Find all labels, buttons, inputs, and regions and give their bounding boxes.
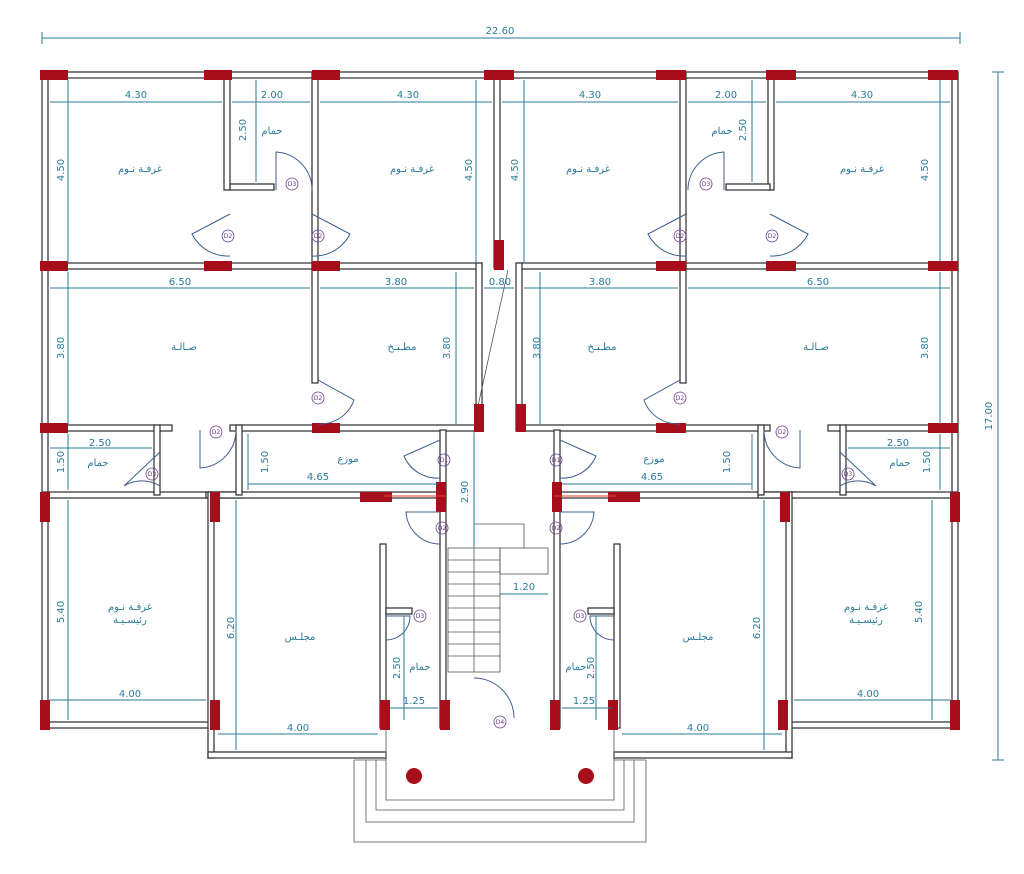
dim-label: 4.50 bbox=[464, 159, 475, 181]
dim-label: 2.50 bbox=[89, 438, 111, 449]
dim-label: 4.00 bbox=[119, 689, 141, 700]
dim-label: 4.30 bbox=[579, 90, 601, 101]
room-label-bathroom: حمام bbox=[711, 126, 732, 137]
room-label-majlis: مجلـس bbox=[285, 632, 316, 643]
dim-label: 3.80 bbox=[56, 337, 67, 359]
room-label-bathroom: حمام bbox=[87, 458, 108, 469]
door-tag: D2 bbox=[438, 525, 447, 532]
door-tag: D1 bbox=[440, 457, 449, 464]
dim-label: 1.25 bbox=[573, 696, 595, 707]
door-tag: D2 bbox=[212, 429, 221, 436]
overall-height-label: 17.00 bbox=[984, 402, 995, 431]
door-tag: D1 bbox=[552, 457, 561, 464]
door-tag: D2 bbox=[676, 395, 685, 402]
room-label-master-bedroom: غرفـة نـوم bbox=[108, 602, 152, 613]
room-label-master-bedroom-sub: رئيسـيـة bbox=[113, 615, 147, 626]
door-tag: D3 bbox=[416, 613, 425, 620]
room-label-master-bedroom-sub: رئيسـيـة bbox=[849, 615, 883, 626]
door-tag: D3 bbox=[844, 471, 853, 478]
dim-label: 2.00 bbox=[715, 90, 737, 101]
dim-label: 4.00 bbox=[287, 723, 309, 734]
dim-label: 3.80 bbox=[589, 277, 611, 288]
dim-label: 1.20 bbox=[513, 582, 535, 593]
staircase bbox=[447, 269, 549, 673]
door-tag: D2 bbox=[768, 233, 777, 240]
room-label-bathroom: حمام bbox=[565, 662, 586, 673]
room-label-majlis: مجلـس bbox=[683, 632, 714, 643]
dim-label: 2.50 bbox=[392, 657, 403, 679]
room-label-hall: صـالـة bbox=[171, 342, 197, 353]
room-label-bedroom: غرفـة نـوم bbox=[118, 164, 162, 175]
door-tag: D2 bbox=[676, 233, 685, 240]
dim-label: 1.50 bbox=[922, 451, 933, 473]
door-tag: D2 bbox=[778, 429, 787, 436]
door-tag: D4 bbox=[496, 719, 505, 726]
dim-label: 2.50 bbox=[887, 438, 909, 449]
dim-label: 2.00 bbox=[261, 90, 283, 101]
dim-label: 2.50 bbox=[738, 119, 749, 141]
dim-label: 6.20 bbox=[752, 617, 763, 639]
doors bbox=[123, 151, 877, 719]
dim-label: 4.65 bbox=[307, 472, 329, 483]
room-label-kitchen: مطـبـخ bbox=[388, 342, 417, 353]
dim-label: 2.90 bbox=[460, 481, 471, 503]
dim-label: 4.30 bbox=[125, 90, 147, 101]
overall-dimensions: 22.60 17.00 bbox=[41, 26, 1004, 761]
door-tags: D3 D2 D2 D3 D2 D2 D2 D2 D2 D2 D3 D3 D1 D… bbox=[145, 177, 855, 729]
dim-label: 5.40 bbox=[56, 601, 67, 623]
room-label-bathroom: حمام bbox=[409, 662, 430, 673]
room-label-bathroom: حمام bbox=[261, 126, 282, 137]
dim-label: 6.50 bbox=[807, 277, 829, 288]
room-label-bathroom: حمام bbox=[889, 458, 910, 469]
dim-label: 1.25 bbox=[403, 696, 425, 707]
dim-label: 1.50 bbox=[722, 451, 733, 473]
door-tag: D2 bbox=[552, 525, 561, 532]
dim-label: 4.50 bbox=[920, 159, 931, 181]
room-label-bedroom: غرفـة نـوم bbox=[840, 164, 884, 175]
dim-label: 0.80 bbox=[489, 277, 511, 288]
dim-label: 4.50 bbox=[56, 159, 67, 181]
door-tag: D3 bbox=[288, 181, 297, 188]
dim-label: 4.30 bbox=[851, 90, 873, 101]
dim-label: 3.80 bbox=[532, 337, 543, 359]
door-tag: D3 bbox=[576, 613, 585, 620]
door-tag: D3 bbox=[702, 181, 711, 188]
dim-label: 1.50 bbox=[260, 451, 271, 473]
door-tag: D2 bbox=[314, 233, 323, 240]
room-label-master-bedroom: غرفـة نـوم bbox=[844, 602, 888, 613]
dimension-lines bbox=[50, 80, 950, 750]
columns bbox=[40, 70, 960, 784]
dim-label: 4.65 bbox=[641, 472, 663, 483]
dim-label: 4.00 bbox=[687, 723, 709, 734]
dim-label: 2.50 bbox=[586, 657, 597, 679]
room-label-kitchen: مطـبـخ bbox=[588, 342, 617, 353]
dim-label: 3.80 bbox=[920, 337, 931, 359]
dim-label: 1.50 bbox=[56, 451, 67, 473]
door-tag: D2 bbox=[314, 395, 323, 402]
room-label-hall: صـالـة bbox=[803, 342, 829, 353]
room-label-bedroom: غرفـة نـوم bbox=[566, 164, 610, 175]
entrance-steps bbox=[353, 728, 647, 843]
dim-label: 2.50 bbox=[238, 119, 249, 141]
room-label-distributor: موزع bbox=[337, 454, 358, 465]
overall-width-label: 22.60 bbox=[486, 26, 515, 37]
dim-label: 3.80 bbox=[442, 337, 453, 359]
room-labels: غرفـة نـوم حمام غرفـة نـوم غرفـة نـوم حم… bbox=[87, 126, 910, 673]
dim-label: 4.30 bbox=[397, 90, 419, 101]
dim-label: 6.50 bbox=[169, 277, 191, 288]
dim-label: 4.50 bbox=[510, 159, 521, 181]
dim-label: 6.20 bbox=[226, 617, 237, 639]
room-label-distributor: موزع bbox=[643, 454, 664, 465]
dim-label: 4.00 bbox=[857, 689, 879, 700]
door-tag: D3 bbox=[148, 471, 157, 478]
door-tag: D2 bbox=[224, 233, 233, 240]
dimension-labels: 4.30 2.00 4.30 4.30 2.00 4.30 4.50 2.50 … bbox=[56, 90, 933, 734]
dim-label: 3.80 bbox=[385, 277, 407, 288]
dim-label: 5.40 bbox=[914, 601, 925, 623]
room-label-bedroom: غرفـة نـوم bbox=[390, 164, 434, 175]
